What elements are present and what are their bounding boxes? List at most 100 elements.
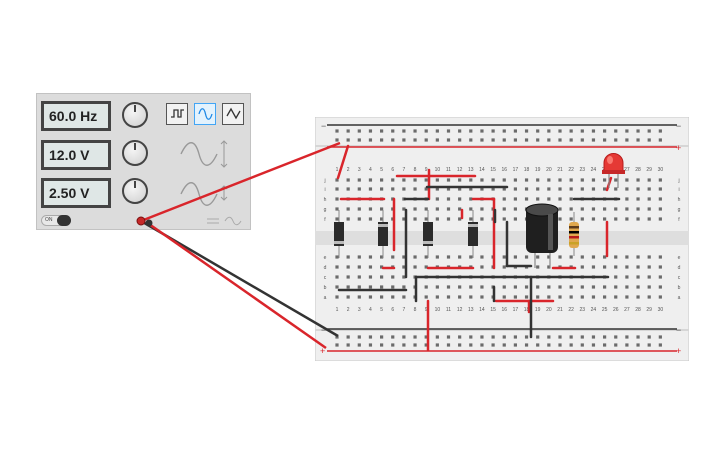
breadboard-hole[interactable]	[391, 335, 395, 339]
breadboard-hole[interactable]	[513, 255, 517, 259]
breadboard-hole[interactable]	[357, 207, 361, 211]
breadboard-hole[interactable]	[658, 207, 662, 211]
breadboard-hole[interactable]	[513, 187, 517, 191]
breadboard-hole[interactable]	[502, 255, 506, 259]
breadboard-hole[interactable]	[647, 265, 651, 269]
breadboard-hole[interactable]	[446, 255, 451, 259]
breadboard-hole[interactable]	[614, 343, 618, 347]
breadboard-hole[interactable]	[658, 217, 662, 221]
breadboard-hole[interactable]	[524, 343, 529, 347]
breadboard-hole[interactable]	[547, 129, 551, 133]
breadboard-hole[interactable]	[446, 265, 451, 269]
breadboard-hole[interactable]	[636, 138, 640, 142]
breadboard-hole[interactable]	[413, 255, 417, 259]
breadboard-hole[interactable]	[391, 138, 395, 142]
breadboard-hole[interactable]	[580, 275, 584, 279]
breadboard-hole[interactable]	[569, 335, 573, 339]
breadboard-hole[interactable]	[558, 343, 562, 347]
breadboard-hole[interactable]	[402, 255, 406, 259]
breadboard-hole[interactable]	[458, 197, 462, 201]
breadboard-hole[interactable]	[402, 187, 406, 191]
breadboard-hole[interactable]	[402, 138, 406, 142]
breadboard-hole[interactable]	[446, 285, 451, 289]
breadboard-hole[interactable]	[391, 129, 395, 133]
breadboard-hole[interactable]	[513, 197, 517, 201]
breadboard-hole[interactable]	[625, 335, 629, 339]
breadboard-hole[interactable]	[591, 275, 596, 279]
breadboard-hole[interactable]	[357, 295, 361, 299]
breadboard-hole[interactable]	[647, 255, 651, 259]
breadboard-hole[interactable]	[446, 275, 451, 279]
breadboard-hole[interactable]	[536, 255, 540, 259]
breadboard-hole[interactable]	[502, 295, 506, 299]
breadboard-hole[interactable]	[368, 255, 373, 259]
breadboard-hole[interactable]	[591, 285, 596, 289]
red-lead-wire-2[interactable]	[148, 222, 327, 350]
offset-knob[interactable]	[122, 178, 148, 204]
breadboard-hole[interactable]	[458, 265, 462, 269]
breadboard-hole[interactable]	[357, 187, 361, 191]
breadboard-hole[interactable]	[335, 217, 339, 221]
breadboard-hole[interactable]	[357, 197, 361, 201]
breadboard-hole[interactable]	[502, 138, 506, 142]
breadboard-hole[interactable]	[458, 178, 462, 182]
breadboard-hole[interactable]	[658, 178, 662, 182]
breadboard-hole[interactable]	[580, 178, 584, 182]
breadboard-hole[interactable]	[513, 285, 517, 289]
breadboard-hole[interactable]	[636, 265, 640, 269]
breadboard-hole[interactable]	[480, 197, 484, 201]
breadboard-hole[interactable]	[502, 178, 506, 182]
breadboard-hole[interactable]	[458, 285, 462, 289]
breadboard-hole[interactable]	[435, 265, 439, 269]
breadboard-hole[interactable]	[458, 255, 462, 259]
breadboard-hole[interactable]	[547, 295, 551, 299]
breadboard-hole[interactable]	[558, 217, 562, 221]
breadboard-hole[interactable]	[547, 217, 551, 221]
breadboard-hole[interactable]	[502, 129, 506, 133]
breadboard-hole[interactable]	[335, 129, 339, 133]
breadboard-hole[interactable]	[458, 295, 462, 299]
breadboard-hole[interactable]	[424, 265, 428, 269]
breadboard-hole[interactable]	[558, 335, 562, 339]
breadboard-hole[interactable]	[469, 197, 473, 201]
breadboard-hole[interactable]	[603, 285, 607, 289]
breadboard-hole[interactable]	[614, 129, 618, 133]
breadboard-hole[interactable]	[625, 138, 629, 142]
breadboard-hole[interactable]	[536, 265, 540, 269]
breadboard-hole[interactable]	[346, 129, 350, 133]
breadboard-hole[interactable]	[424, 187, 428, 191]
breadboard-hole[interactable]	[491, 178, 495, 182]
breadboard-hole[interactable]	[424, 343, 428, 347]
breadboard-hole[interactable]	[469, 138, 473, 142]
breadboard-hole[interactable]	[502, 217, 506, 221]
breadboard-hole[interactable]	[636, 275, 640, 279]
breadboard-hole[interactable]	[368, 178, 373, 182]
breadboard-hole[interactable]	[380, 343, 384, 347]
breadboard-hole[interactable]	[480, 255, 484, 259]
breadboard-hole[interactable]	[636, 197, 640, 201]
breadboard-hole[interactable]	[491, 255, 495, 259]
breadboard-hole[interactable]	[435, 217, 439, 221]
breadboard-hole[interactable]	[402, 285, 406, 289]
breadboard-hole[interactable]	[458, 187, 462, 191]
breadboard-hole[interactable]	[547, 197, 551, 201]
breadboard-hole[interactable]	[580, 265, 584, 269]
breadboard-hole[interactable]	[335, 255, 339, 259]
breadboard-hole[interactable]	[636, 295, 640, 299]
breadboard-hole[interactable]	[614, 197, 618, 201]
breadboard-hole[interactable]	[335, 335, 339, 339]
frequency-knob[interactable]	[122, 102, 148, 128]
breadboard-hole[interactable]	[658, 343, 662, 347]
breadboard-hole[interactable]	[424, 178, 428, 182]
breadboard-hole[interactable]	[458, 138, 462, 142]
breadboard-hole[interactable]	[502, 187, 506, 191]
breadboard-hole[interactable]	[558, 178, 562, 182]
breadboard-hole[interactable]	[502, 275, 506, 279]
breadboard-hole[interactable]	[513, 138, 517, 142]
breadboard-hole[interactable]	[625, 187, 629, 191]
breadboard-hole[interactable]	[357, 343, 361, 347]
breadboard-hole[interactable]	[636, 178, 640, 182]
breadboard-hole[interactable]	[513, 217, 517, 221]
breadboard-hole[interactable]	[614, 255, 618, 259]
breadboard-hole[interactable]	[480, 217, 484, 221]
